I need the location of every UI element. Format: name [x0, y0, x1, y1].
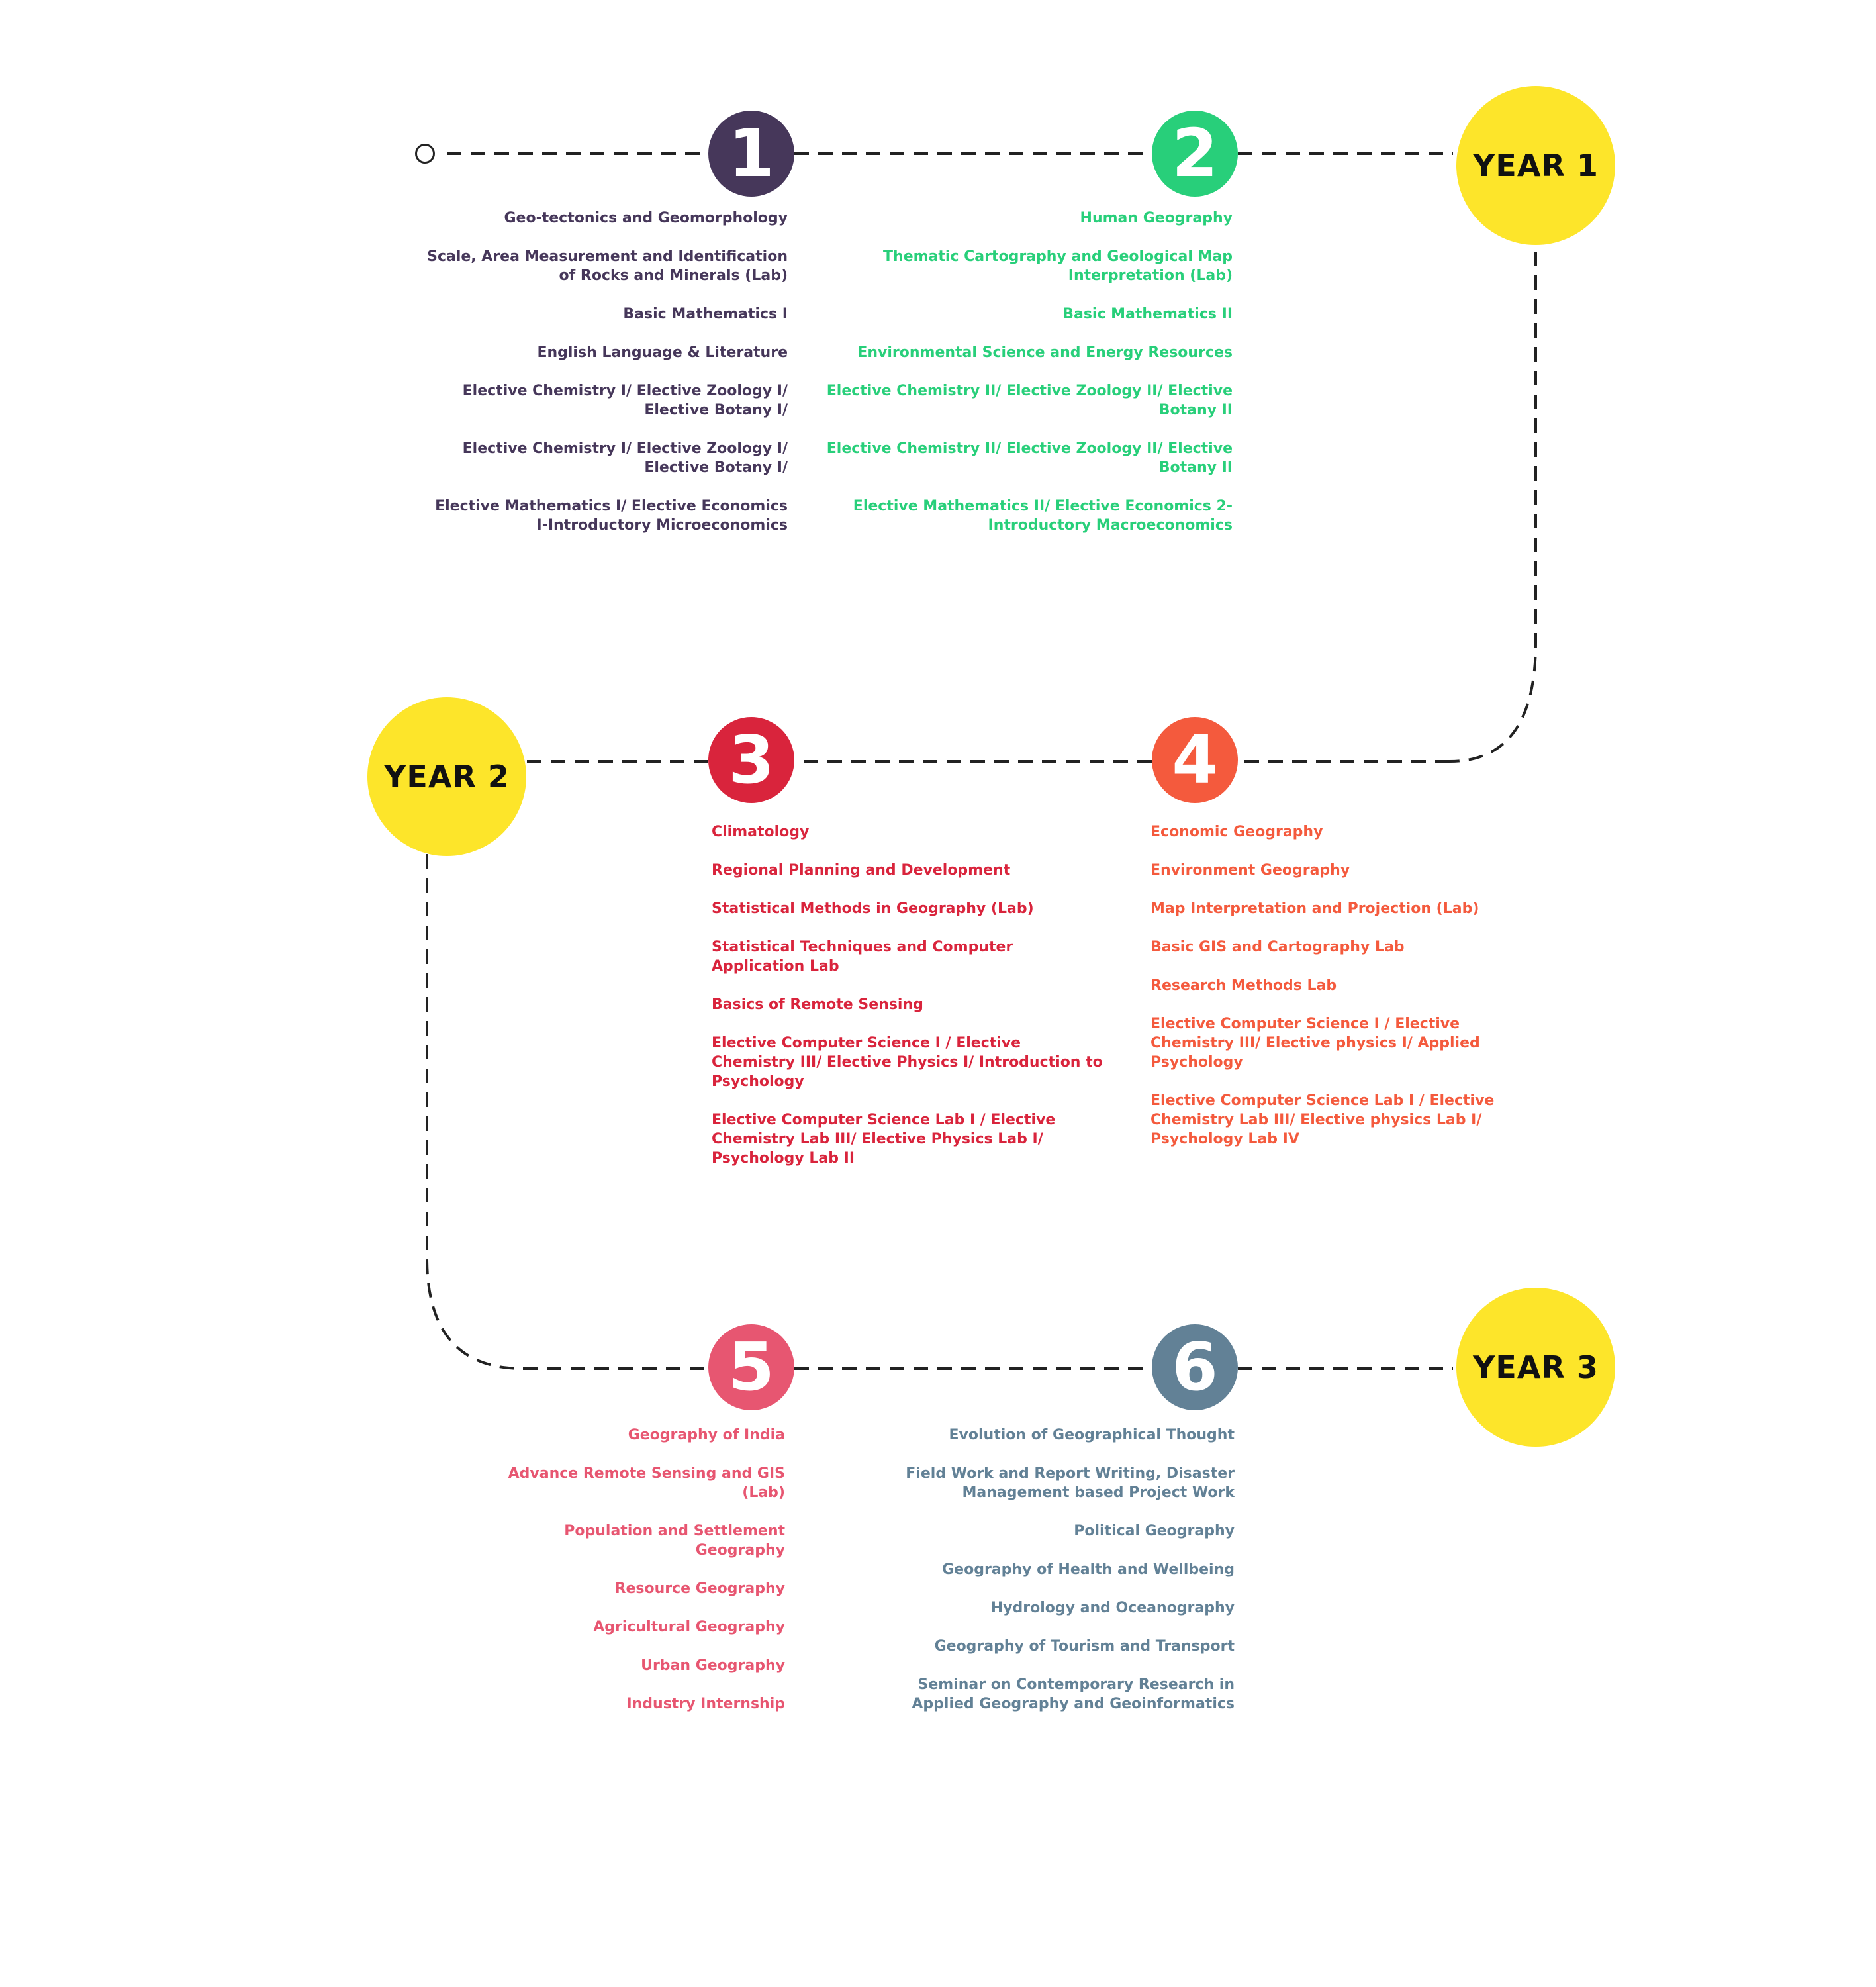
semester-6-courses: Evolution of Geographical Thought Field …: [880, 1426, 1235, 1733]
course-item: Research Methods Lab: [1150, 977, 1337, 994]
course-item: Elective Chemistry II/ Elective Zoology …: [826, 383, 1233, 418]
course-item: Basic Mathematics II: [1062, 306, 1233, 322]
course-item: Geo-tectonics and Geomorphology: [504, 210, 788, 226]
course-item: Elective Computer Science Lab I / Electi…: [712, 1112, 1056, 1167]
course-item: Statistical Techniques and Computer Appl…: [712, 939, 1013, 975]
course-item: Seminar on Contemporary Research in Appl…: [912, 1676, 1235, 1712]
course-item: English Language & Literature: [537, 344, 788, 361]
course-item: Basics of Remote Sensing: [712, 996, 923, 1013]
semester-5-courses: Geography of India Advance Remote Sensin…: [477, 1426, 785, 1733]
semester-2-badge: 2: [1152, 111, 1238, 197]
course-item: Environmental Science and Energy Resourc…: [857, 344, 1233, 361]
course-item: Elective Computer Science I / Elective C…: [712, 1035, 1103, 1090]
course-item: Thematic Cartography and Geological Map …: [883, 248, 1233, 284]
semester-3-badge: 3: [708, 717, 794, 803]
year-2-badge: YEAR 2: [367, 697, 526, 856]
course-item: Elective Mathematics I/ Elective Economi…: [435, 498, 788, 534]
course-item: Resource Geography: [614, 1580, 786, 1597]
course-item: Basic GIS and Cartography Lab: [1150, 939, 1405, 955]
course-item: Elective Computer Science I / Elective C…: [1150, 1016, 1480, 1071]
course-item: Hydrology and Oceanography: [990, 1600, 1235, 1616]
semester-4-badge: 4: [1152, 717, 1238, 803]
course-item: Elective Chemistry I/ Elective Zoology I…: [462, 383, 788, 418]
course-item: Elective Chemistry II/ Elective Zoology …: [826, 440, 1233, 476]
course-item: Geography of Health and Wellbeing: [942, 1561, 1235, 1578]
course-item: Statistical Methods in Geography (Lab): [712, 900, 1034, 917]
course-item: Environment Geography: [1150, 862, 1350, 879]
semester-1-courses: Geo-tectonics and Geomorphology Scale, A…: [424, 209, 788, 554]
course-item: Human Geography: [1080, 210, 1233, 226]
semester-5-badge: 5: [708, 1324, 794, 1410]
course-item: Regional Planning and Development: [712, 862, 1011, 879]
course-item: Elective Computer Science Lab I / Electi…: [1150, 1092, 1495, 1147]
semester-4-courses: Economic Geography Environment Geography…: [1150, 822, 1548, 1168]
semester-6-badge: 6: [1152, 1324, 1238, 1410]
course-item: Urban Geography: [641, 1657, 785, 1674]
course-item: Elective Mathematics II/ Elective Econom…: [853, 498, 1233, 534]
semester-3-courses: Climatology Regional Planning and Develo…: [712, 822, 1109, 1187]
course-item: Geography of India: [628, 1427, 785, 1443]
year-3-badge: YEAR 3: [1456, 1288, 1615, 1447]
course-item: Agricultural Geography: [593, 1619, 785, 1635]
course-item: Map Interpretation and Projection (Lab): [1150, 900, 1479, 917]
course-item: Scale, Area Measurement and Identificati…: [427, 248, 788, 284]
course-item: Field Work and Report Writing, Disaster …: [906, 1465, 1235, 1501]
course-item: Economic Geography: [1150, 824, 1323, 840]
course-item: Geography of Tourism and Transport: [934, 1638, 1235, 1655]
course-item: Industry Internship: [626, 1696, 785, 1712]
course-item: Advance Remote Sensing and GIS (Lab): [508, 1465, 785, 1501]
year-1-badge: YEAR 1: [1456, 86, 1615, 245]
semester-1-badge: 1: [708, 111, 794, 197]
course-item: Evolution of Geographical Thought: [949, 1427, 1235, 1443]
course-item: Climatology: [712, 824, 810, 840]
course-item: Political Geography: [1074, 1523, 1235, 1539]
course-item: Population and Settlement Geography: [564, 1523, 785, 1559]
semester-2-courses: Human Geography Thematic Cartography and…: [814, 209, 1233, 554]
course-item: Elective Chemistry I/ Elective Zoology I…: [462, 440, 788, 476]
start-marker: [415, 144, 435, 164]
course-item: Basic Mathematics I: [623, 306, 788, 322]
